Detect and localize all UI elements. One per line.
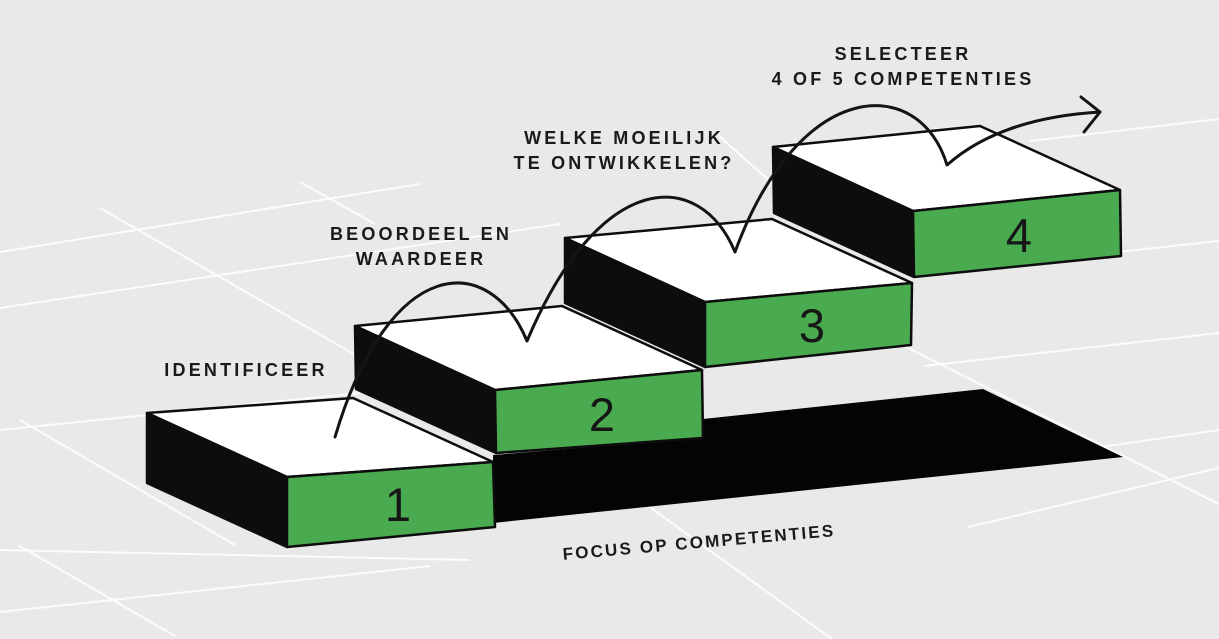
step-3-front-face bbox=[703, 281, 914, 369]
step-2-label: BEOORDEEL EN WAARDEER bbox=[330, 222, 512, 272]
step-4 bbox=[771, 124, 1123, 279]
step-1-label: IDENTIFICEER bbox=[164, 358, 327, 383]
step-1 bbox=[145, 396, 497, 549]
bounce-arrow bbox=[333, 95, 1102, 439]
step-3-label-line-2: TE ONTWIKKELEN? bbox=[513, 153, 735, 173]
arrowhead-icon bbox=[1079, 95, 1102, 134]
step-4-label: SELECTEER 4 OF 5 COMPETENTIES bbox=[772, 42, 1035, 92]
staircase-shadow bbox=[493, 389, 1123, 523]
step-2-number: 2 bbox=[589, 388, 615, 441]
step-2-label-line-2: WAARDEER bbox=[355, 249, 487, 269]
step-4-number: 4 bbox=[1006, 209, 1032, 262]
floor-grid bbox=[0, 118, 1219, 639]
step-1-label-line-1: IDENTIFICEER bbox=[164, 360, 328, 380]
step-4-front-face bbox=[911, 188, 1123, 279]
step-2-label-line-1: BEOORDEEL EN bbox=[329, 224, 513, 244]
step-1-number: 1 bbox=[385, 478, 411, 531]
step-3 bbox=[563, 217, 914, 369]
bounce-arrow-path bbox=[333, 104, 1102, 439]
step-2 bbox=[353, 304, 705, 455]
step-3-label-line-1: WELKE MOEILIJK bbox=[524, 128, 724, 148]
step-2-front-face bbox=[493, 368, 705, 455]
step-1-front-face bbox=[285, 460, 497, 549]
step-4-label-line-2: 4 OF 5 COMPETENTIES bbox=[771, 69, 1035, 89]
step-3-label: WELKE MOEILIJK TE ONTWIKKELEN? bbox=[514, 126, 735, 176]
step-4-label-line-1: SELECTEER bbox=[834, 44, 972, 64]
step-3-number: 3 bbox=[799, 299, 825, 352]
